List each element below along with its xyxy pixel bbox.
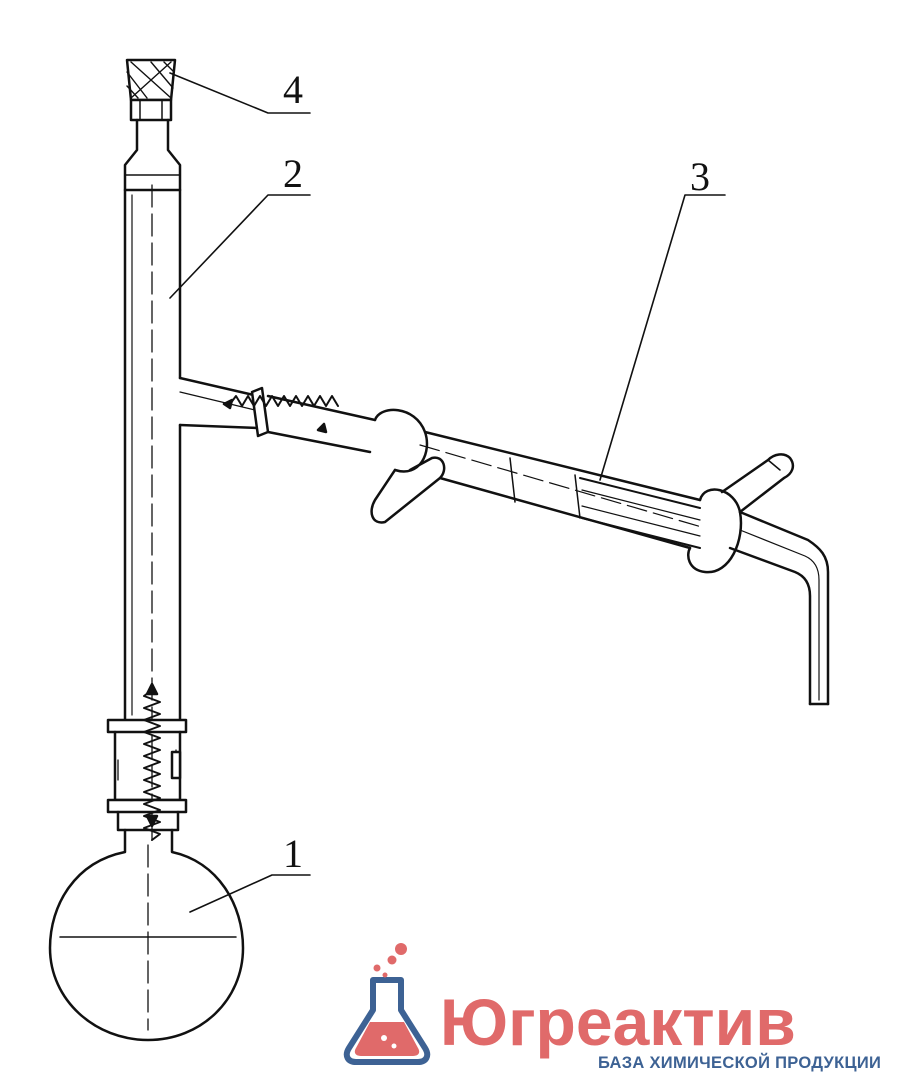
round-bottom-flask	[48, 828, 245, 1042]
side-arm-and-condenser	[178, 376, 830, 706]
callout-label-3: 3	[690, 154, 710, 199]
callout-label-1: 1	[283, 831, 303, 876]
stopper	[125, 58, 177, 122]
brand-name: Югреактив	[440, 985, 796, 1059]
brand-logo: Югреактив БАЗА ХИМИЧЕСКОЙ ПРОДУКЦИИ	[343, 943, 881, 1072]
callout-label-4: 4	[283, 67, 303, 112]
brand-tagline: БАЗА ХИМИЧЕСКОЙ ПРОДУКЦИИ	[598, 1053, 881, 1072]
flask-icon	[343, 943, 431, 1065]
still-head-column	[123, 118, 182, 841]
callout-label-2: 2	[283, 151, 303, 196]
lower-joint	[106, 682, 188, 841]
spring-clip-upper	[229, 395, 339, 407]
